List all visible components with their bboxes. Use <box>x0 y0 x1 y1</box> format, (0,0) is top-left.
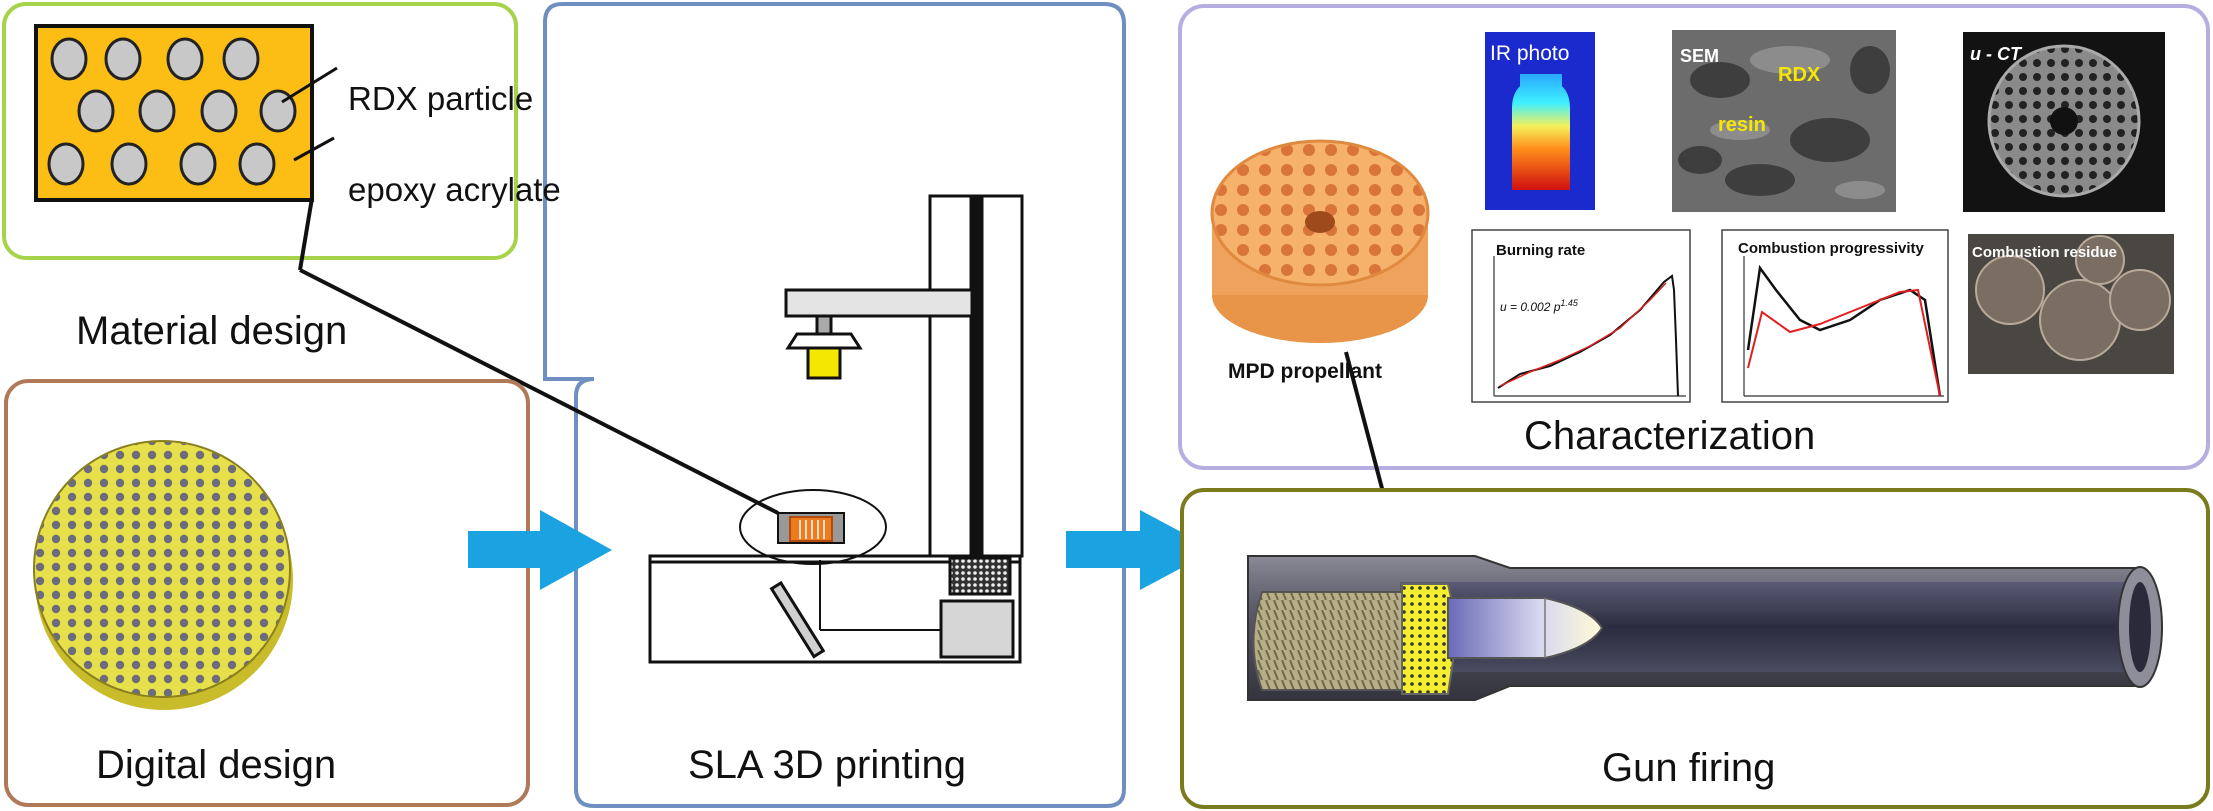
burning-rate-exponent: 1.45 <box>1560 298 1578 308</box>
material-to-printer-line-segment <box>298 197 314 271</box>
lead-screw <box>969 194 984 558</box>
light-source-box <box>939 599 1015 659</box>
gun-barrel <box>1247 555 2163 701</box>
ir-photo-label: IR photo <box>1490 42 1570 65</box>
perforated-disk <box>33 440 293 710</box>
rdx-particle <box>138 89 176 133</box>
build-plate <box>806 346 842 380</box>
rdx-particle <box>110 142 148 186</box>
rdx-particle <box>259 89 297 133</box>
build-head <box>785 332 863 350</box>
flow-arrow-1 <box>468 510 612 590</box>
sem-rdx-label: RDX <box>1778 64 1821 86</box>
sem-label: SEM <box>1680 46 1720 66</box>
matrix-leader-line <box>293 136 335 162</box>
sem-resin-label: resin <box>1718 114 1766 136</box>
ct-center-hole <box>2050 107 2078 135</box>
rdx-particle <box>222 37 260 81</box>
ir-specimen <box>1512 74 1570 190</box>
material-design-title: Material design <box>76 309 348 353</box>
rdx-particle <box>200 89 238 133</box>
build-plate-holder <box>815 314 833 336</box>
burning-rate-equation: u = 0.002 p1.45 <box>1500 298 1578 314</box>
digital-design-title: Digital design <box>96 743 337 787</box>
rdx-particle-label: RDX particle <box>348 80 534 117</box>
rdx-particle <box>166 37 204 81</box>
rdx-particle <box>47 142 85 186</box>
ct-label: u - CT <box>1970 44 2021 64</box>
progressivity-title: Combustion progressivity <box>1738 240 1924 257</box>
residue-label: Combustion residue <box>1972 244 2118 261</box>
rdx-particles <box>47 37 297 186</box>
printed-part <box>789 516 833 542</box>
rdx-particle <box>77 89 115 133</box>
gun-firing-title: Gun firing <box>1602 746 1776 790</box>
mirror <box>769 580 826 659</box>
rdx-particle <box>179 142 217 186</box>
characterization-title: Characterization <box>1524 414 1816 458</box>
burning-rate-title: Burning rate <box>1496 242 1586 259</box>
mpd-propellant-image <box>1210 139 1430 343</box>
printer-arm <box>784 288 974 318</box>
nozzle-grid <box>948 556 1012 596</box>
epoxy-acrylate-label: epoxy acrylate <box>348 171 561 208</box>
material-to-printer-line <box>299 268 779 515</box>
chamber-threads <box>1252 591 1403 691</box>
progressivity-chart <box>1721 229 1949 403</box>
mpd-propellant-label: MPD propellant <box>1228 360 1383 383</box>
rdx-particle <box>104 37 142 81</box>
burning-rate-chart <box>1471 229 1691 403</box>
rdx-particle <box>50 37 88 81</box>
rdx-particle <box>238 142 276 186</box>
burning-rate-eq-text: u = 0.002 p <box>1500 300 1561 314</box>
propellant-charge <box>1401 583 1460 695</box>
magnify-ellipse <box>739 489 887 565</box>
sla-printing-title: SLA 3D printing <box>688 743 966 787</box>
projectile <box>1447 597 1604 659</box>
sla-printer <box>648 194 1024 664</box>
characterization-panel <box>1178 4 2210 470</box>
flow-arrow-2 <box>1066 510 1215 590</box>
sla-printing-panel <box>543 1 1126 808</box>
particle-leader-line <box>281 66 338 104</box>
